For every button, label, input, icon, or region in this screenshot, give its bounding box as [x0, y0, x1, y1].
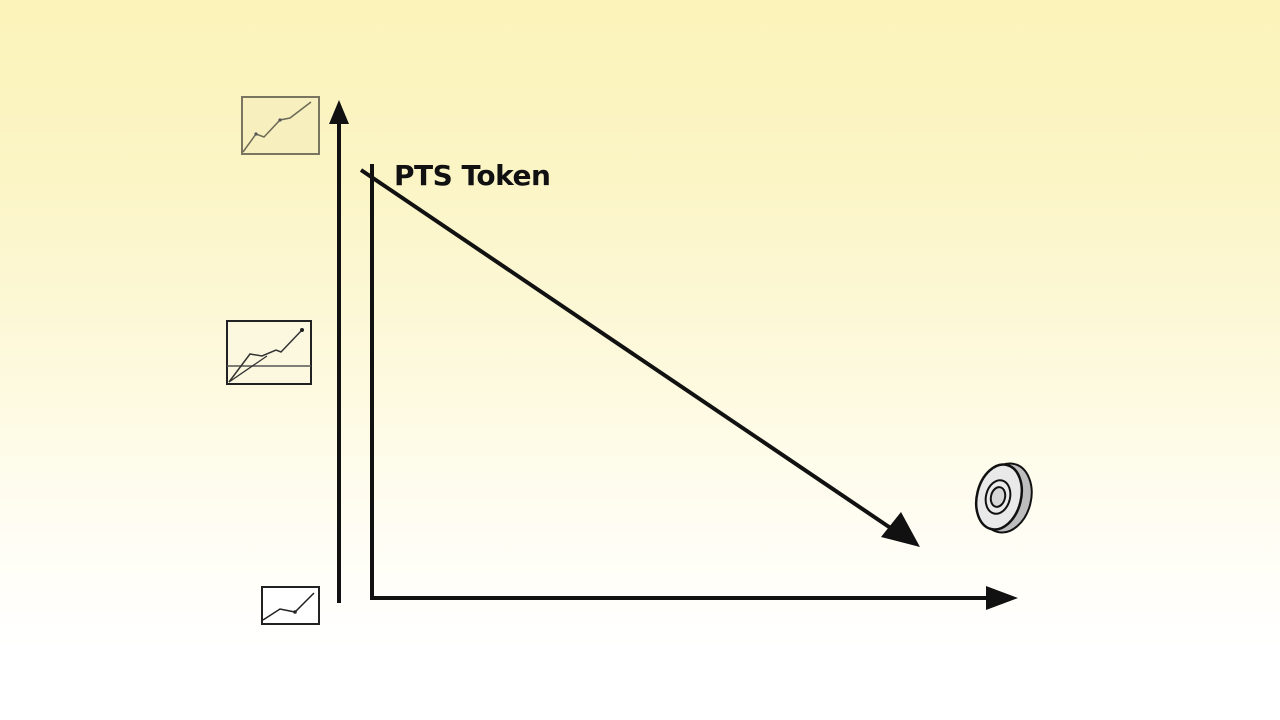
token-title: PTS Token [394, 159, 551, 192]
chart-thumbnail-icon [241, 96, 320, 155]
chart-thumbnail-icon [261, 586, 320, 625]
vertical-axis-arrow [329, 100, 349, 603]
horizontal-axis-arrow [986, 586, 1018, 610]
downtrend-arrow [359, 168, 920, 547]
chart-axes [370, 164, 1018, 610]
coin-icon [974, 462, 1033, 534]
chart-thumbnail-icon [226, 320, 312, 385]
